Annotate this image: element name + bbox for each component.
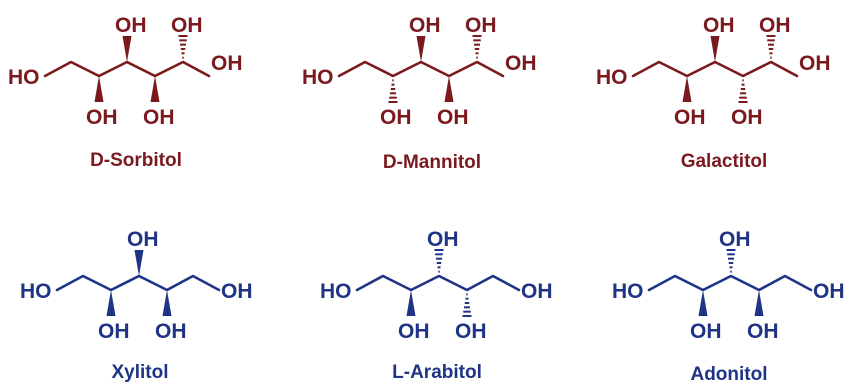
- hydroxyl-label-c3: OH: [127, 228, 159, 251]
- hydroxyl-label-c4: OH: [143, 106, 175, 129]
- carbon-chain: [631, 60, 799, 78]
- hydroxyl-label-c4: OH: [455, 320, 487, 343]
- hydroxyl-label-terminal-right: OH: [799, 52, 831, 75]
- compound-d-sorbitol: HO OH OH OH OH OH D-Sorbitol: [8, 14, 243, 171]
- hydroxyl-label-c5: OH: [465, 14, 497, 37]
- hydroxyl-label-terminal-right: OH: [221, 280, 253, 303]
- stereo-bond-c3: [416, 36, 426, 62]
- stereo-bond-c3: [134, 250, 144, 276]
- compound-name: D-Mannitol: [383, 152, 481, 173]
- stereo-bond-c2: [106, 290, 116, 316]
- compound-name: D-Sorbitol: [90, 150, 182, 171]
- carbon-chain: [43, 60, 211, 78]
- hydroxyl-label-c2: OH: [380, 106, 412, 129]
- compound-adonitol: HO OH OH OH OH Adonitol: [612, 228, 845, 385]
- hydroxyl-label-c4: OH: [731, 106, 763, 129]
- compound-name: Adonitol: [690, 364, 767, 385]
- stereo-bond-c4: [150, 76, 160, 102]
- hydroxyl-label-c4: OH: [747, 320, 779, 343]
- carbon-chain: [355, 274, 521, 292]
- hydroxyl-label-terminal-left: HO: [320, 280, 352, 303]
- hydroxyl-label-terminal-left: HO: [596, 66, 628, 89]
- compound-name: Xylitol: [111, 362, 168, 383]
- hydroxyl-label-terminal-left: HO: [8, 66, 40, 89]
- hydroxyl-label-terminal-left: HO: [20, 280, 52, 303]
- compound-name: L-Arabitol: [392, 362, 482, 383]
- stereo-bond-c2: [406, 290, 416, 316]
- hydroxyl-label-c2: OH: [98, 320, 130, 343]
- stereo-bond-c2: [698, 290, 708, 316]
- compound-d-mannitol: HO OH OH OH OH OH D-Mannitol: [302, 14, 537, 173]
- hydroxyl-label-c3: OH: [115, 14, 147, 37]
- hydroxyl-label-terminal-right: OH: [813, 280, 845, 303]
- hydroxyl-label-c4: OH: [437, 106, 469, 129]
- stereo-bond-c4: [162, 290, 172, 316]
- carbon-chain: [337, 60, 505, 78]
- hydroxyl-label-c2: OH: [86, 106, 118, 129]
- stereo-bond-c2: [682, 76, 692, 102]
- hydroxyl-label-terminal-right: OH: [505, 52, 537, 75]
- stereo-bond-c3: [710, 36, 720, 62]
- hydroxyl-label-c4: OH: [155, 320, 187, 343]
- hydroxyl-label-c3: OH: [409, 14, 441, 37]
- stereo-bond-c4: [444, 76, 454, 102]
- stereo-bond-c2: [94, 76, 104, 102]
- hydroxyl-label-terminal-right: OH: [521, 280, 553, 303]
- hydroxyl-label-c5: OH: [759, 14, 791, 37]
- stereo-bond-c3: [122, 36, 132, 62]
- compound-l-arabitol: HO OH OH OH OH L-Arabitol: [320, 228, 553, 383]
- hydroxyl-label-c3: OH: [703, 14, 735, 37]
- hydroxyl-label-c3: OH: [427, 228, 459, 251]
- compound-galactitol: HO OH OH OH OH OH Galactitol: [596, 14, 831, 172]
- hydroxyl-label-c3: OH: [719, 228, 751, 251]
- hydroxyl-label-terminal-left: HO: [302, 66, 334, 89]
- hydroxyl-label-terminal-left: HO: [612, 280, 644, 303]
- hydroxyl-label-c2: OH: [398, 320, 430, 343]
- hydroxyl-label-c2: OH: [690, 320, 722, 343]
- hydroxyl-label-c2: OH: [674, 106, 706, 129]
- compound-name: Galactitol: [681, 151, 768, 172]
- stereo-bond-c4: [754, 290, 764, 316]
- hydroxyl-label-c5: OH: [171, 14, 203, 37]
- carbon-chain: [55, 274, 221, 292]
- compound-xylitol: HO OH OH OH OH Xylitol: [20, 228, 253, 383]
- hydroxyl-label-terminal-right: OH: [211, 52, 243, 75]
- carbon-chain: [647, 274, 813, 292]
